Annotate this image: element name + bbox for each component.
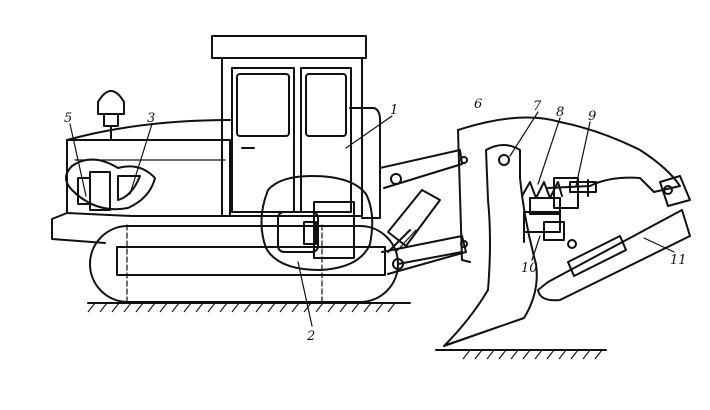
transmission-cutaway: [260, 175, 374, 271]
callout-9: 9: [588, 109, 596, 124]
callout-1: 1: [390, 103, 398, 118]
adjustment-bolt: [569, 179, 597, 197]
ripper-shank: [443, 144, 538, 347]
callout-6: 6: [474, 97, 482, 112]
callout-3: 3: [147, 111, 155, 126]
damper-unit: [523, 211, 565, 243]
hydraulic-cylinder: [537, 175, 691, 302]
callout-7: 7: [533, 99, 542, 114]
callout-labels: 1 2 3 5 6 7 8 9 10 11: [64, 97, 687, 344]
operator-cab: [211, 35, 367, 217]
engine-housing: [349, 107, 381, 219]
callout-10: 10: [521, 261, 538, 276]
callout-8: 8: [556, 105, 564, 120]
beacon-lamp: [97, 90, 125, 141]
hitch-linkage: [379, 149, 467, 275]
callout-11: 11: [670, 253, 687, 268]
crawler-track: [89, 224, 399, 303]
callout-5: 5: [64, 111, 72, 126]
callout-2: 2: [306, 329, 315, 344]
leader-lines: [69, 111, 675, 327]
ripper-frame: [457, 116, 681, 263]
